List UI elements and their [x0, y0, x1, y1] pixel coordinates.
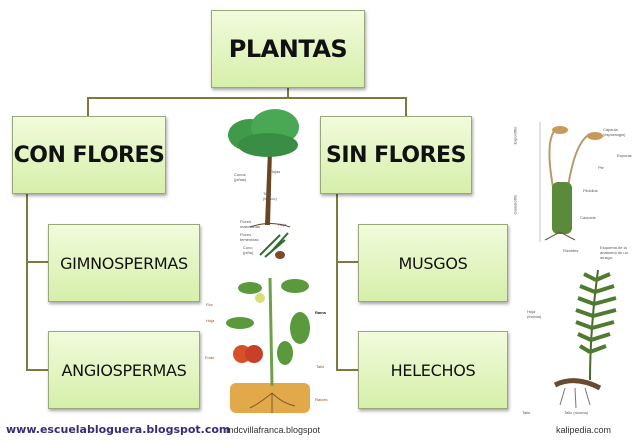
node-label: CON FLORES — [13, 142, 165, 168]
moss-label: Esporófito — [512, 126, 518, 145]
connector-gimno — [26, 261, 49, 263]
moss-label: Esquema de la anatomía de un musgo. — [600, 245, 628, 260]
connector-horizontal — [87, 97, 407, 99]
node-label: HELECHOS — [390, 360, 476, 380]
pine-label: Tallo (tronco) — [263, 191, 277, 201]
moss-label: Cápsula (esporangio) — [603, 127, 626, 137]
pine-label: Hojas — [270, 169, 281, 174]
moss-label: Esporas — [617, 153, 632, 158]
connector-sin-flores — [405, 97, 407, 117]
connector-angio — [26, 369, 49, 371]
fern-label: Tallo (rizoma) — [564, 410, 589, 415]
tomato-label: Flor — [206, 302, 213, 307]
node-sin-flores: SIN FLORES — [320, 116, 472, 194]
pine-label: Hoja — [278, 222, 287, 227]
node-gimnospermas: GIMNOSPERMAS — [48, 224, 200, 302]
pine-label: Flores femeninas — [240, 232, 259, 242]
fern-label: Tallo — [522, 410, 531, 415]
tomato-label: Tallo — [316, 364, 325, 369]
credit-kalipedia: kalipedia.com — [556, 425, 612, 435]
node-label: MUSGOS — [398, 253, 468, 273]
credit-mdcvillafranca: mdcvillafranca.blogspot — [226, 425, 321, 435]
connector-musgos — [336, 261, 359, 263]
node-label: GIMNOSPERMAS — [60, 253, 188, 273]
moss-illustration — [539, 122, 603, 242]
moss-label: Pie — [598, 165, 604, 170]
fern-label: Hoja (fronda) — [527, 309, 542, 319]
moss-label: Gametófito — [512, 194, 518, 215]
pine-label: Flores masculinas — [240, 219, 261, 229]
node-label: SIN FLORES — [326, 142, 466, 168]
moss-label: Filoidios — [583, 188, 598, 193]
connector-con-vertical — [26, 192, 28, 371]
node-label: PLANTAS — [228, 35, 348, 63]
connector-helechos — [336, 369, 359, 371]
tomato-label: Fruto — [205, 355, 215, 360]
credit-escuelabloguera: www.escuelabloguera.blogspot.com — [6, 423, 231, 436]
tomato-label: Hoja — [206, 318, 215, 323]
node-con-flores: CON FLORES — [12, 116, 166, 194]
tomato-plant-illustration — [226, 277, 310, 413]
pine-label: Conos (piñas) — [234, 172, 247, 182]
node-plantas: PLANTAS — [211, 10, 365, 88]
connector-sin-vertical — [336, 192, 338, 371]
tomato-label: Raíces — [315, 397, 328, 402]
node-angiospermas: ANGIOSPERMAS — [48, 331, 200, 409]
connector-con-flores — [87, 97, 89, 117]
pine-tree-illustration — [228, 109, 299, 259]
pine-label: Cono (piña) — [243, 245, 254, 255]
moss-label: Rizoides — [563, 248, 579, 253]
node-label: ANGIOSPERMAS — [61, 360, 187, 380]
node-musgos: MUSGOS — [358, 224, 508, 302]
connector-root — [287, 87, 289, 99]
moss-label: Cauloide — [580, 215, 596, 220]
tomato-label: Rama — [315, 310, 326, 315]
node-helechos: HELECHOS — [358, 331, 508, 409]
fern-illustration — [553, 269, 617, 409]
